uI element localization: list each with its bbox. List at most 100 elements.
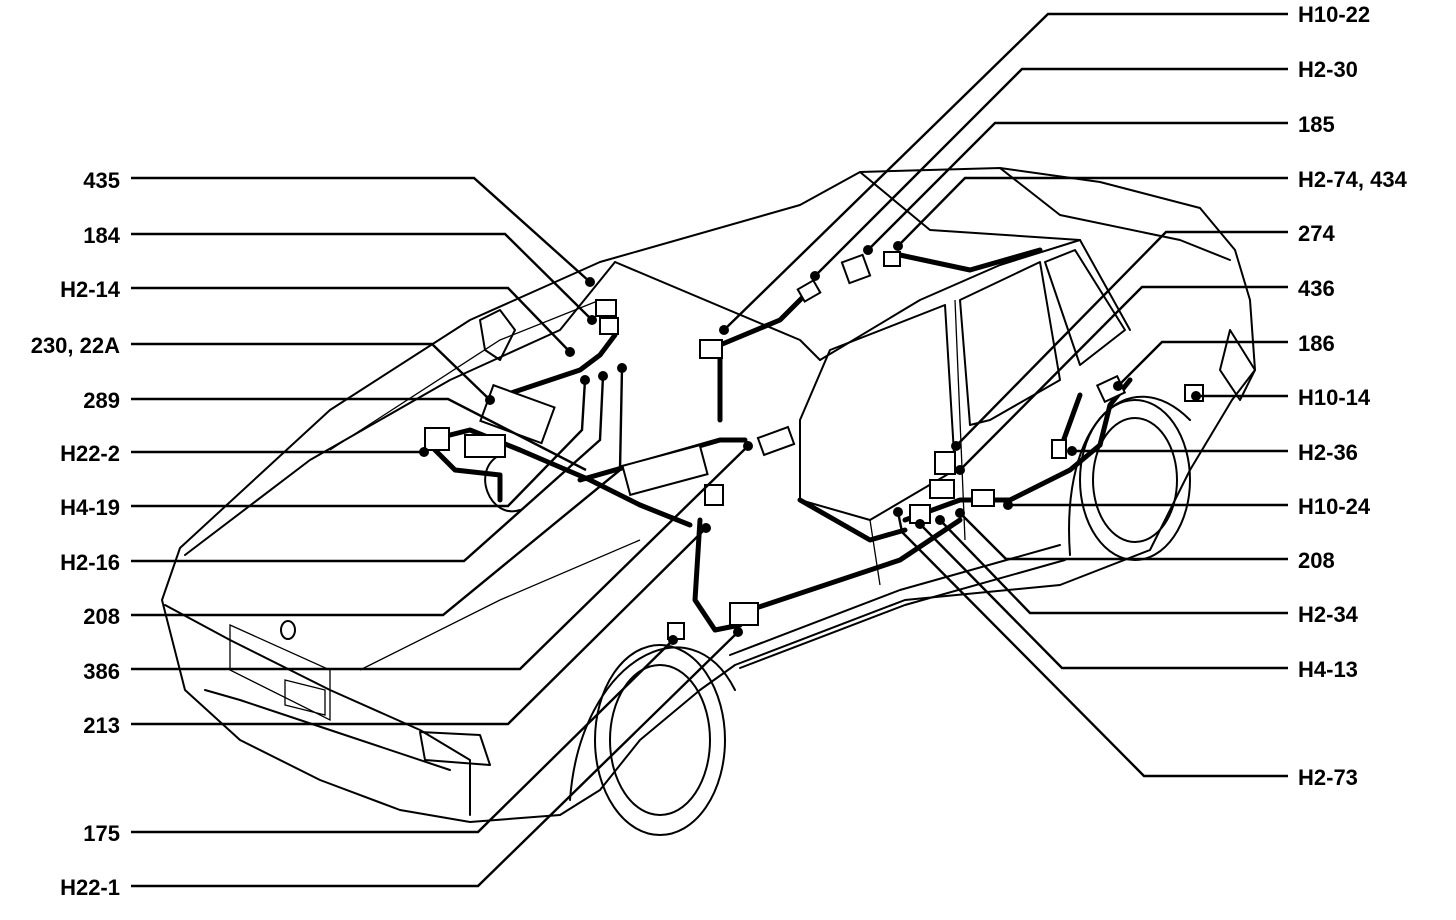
connector-dot	[810, 271, 820, 281]
connector-dot	[863, 245, 873, 255]
leader-line	[897, 176, 1288, 247]
callout-label-h22-2: H22-2	[60, 441, 120, 466]
callout-h4-13: H4-13	[915, 519, 1358, 682]
leader-line	[939, 519, 1288, 615]
right-callouts: H10-22 H2-30 185 H2-74, 434 274 436	[719, 2, 1408, 790]
callout-h10-14: H10-14	[1191, 385, 1371, 410]
callout-213: 213	[83, 523, 711, 738]
connector-dot	[565, 347, 575, 357]
callout-h10-22: H10-22	[719, 2, 1370, 335]
leader-line	[131, 342, 491, 401]
car-illustration	[161, 167, 1256, 836]
connector-dot	[580, 375, 590, 385]
leader-line	[131, 527, 707, 726]
leader-line	[1117, 340, 1288, 387]
connector-dot	[719, 325, 729, 335]
callout-208-right: 208	[955, 508, 1335, 573]
connector-dot	[617, 363, 627, 373]
connector-dot	[893, 507, 903, 517]
callout-label-h2-73: H2-73	[1298, 765, 1358, 790]
callout-label-386: 386	[83, 659, 120, 684]
leader-line	[131, 397, 587, 472]
callout-label-184: 184	[83, 223, 120, 248]
callout-label-208-right: 208	[1298, 548, 1335, 573]
callout-208-left: 208	[83, 363, 627, 629]
callout-h4-19: H4-19	[60, 375, 590, 520]
connector-dot	[1067, 446, 1077, 456]
connector-dot	[955, 508, 965, 518]
callout-label-h10-14: H10-14	[1298, 385, 1371, 410]
callout-label-h2-30: H2-30	[1298, 57, 1358, 82]
leader-line	[131, 232, 593, 321]
callout-230-22a: 230, 22A	[31, 333, 495, 405]
callout-label-h4-19: H4-19	[60, 495, 120, 520]
leader-line	[131, 379, 587, 508]
callout-label-230-22a: 230, 22A	[31, 333, 120, 358]
callout-label-h2-74-434: H2-74, 434	[1298, 167, 1408, 192]
leader-line	[131, 631, 739, 888]
callout-h10-24: H10-24	[1003, 494, 1371, 519]
callout-label-h2-34: H2-34	[1298, 602, 1359, 627]
callout-175: 175	[83, 635, 678, 846]
connector-dot	[1113, 381, 1123, 391]
callout-186: 186	[1113, 331, 1335, 391]
callout-label-h4-13: H4-13	[1298, 657, 1358, 682]
callout-label-289: 289	[83, 388, 120, 413]
callout-label-274: 274	[1298, 221, 1335, 246]
callout-label-435: 435	[83, 168, 120, 193]
callout-label-208-left: 208	[83, 604, 120, 629]
leader-line	[814, 67, 1288, 277]
callout-274: 274	[951, 221, 1335, 451]
callout-label-h10-22: H10-22	[1298, 2, 1370, 27]
leader-line	[131, 375, 605, 563]
callout-label-h2-36: H2-36	[1298, 440, 1358, 465]
left-callouts: 435 184 H2-14 230, 22A 289 H22-2	[31, 168, 753, 900]
leader-line	[131, 286, 571, 353]
leader-line	[723, 12, 1288, 331]
leader-line	[919, 523, 1288, 670]
connector-dot	[598, 371, 608, 381]
callout-label-185: 185	[1298, 112, 1335, 137]
callout-435: 435	[83, 168, 595, 287]
connector-dot	[915, 519, 925, 529]
connector-dot	[1003, 500, 1013, 510]
callout-label-h10-24: H10-24	[1298, 494, 1371, 519]
connector-dot	[585, 277, 595, 287]
leader-line	[131, 367, 624, 617]
callout-386: 386	[83, 441, 753, 684]
leader-line	[867, 121, 1288, 251]
callout-h2-36: H2-36	[1067, 440, 1358, 465]
leader-line	[131, 639, 674, 834]
leader-line	[896, 511, 1288, 778]
connector-dot	[701, 523, 711, 533]
callout-436: 436	[955, 276, 1335, 475]
connector-dot	[419, 447, 429, 457]
callout-label-h2-14: H2-14	[60, 277, 121, 302]
connector-dot	[893, 241, 903, 251]
callout-label-186: 186	[1298, 331, 1335, 356]
callout-label-175: 175	[83, 821, 120, 846]
callout-label-h2-16: H2-16	[60, 550, 120, 575]
leader-line	[131, 445, 749, 671]
callout-h2-73: H2-73	[893, 507, 1358, 790]
connector-dot	[955, 465, 965, 475]
callout-184: 184	[83, 223, 597, 325]
callout-label-436: 436	[1298, 276, 1335, 301]
connector-dot	[951, 441, 961, 451]
callout-label-213: 213	[83, 713, 120, 738]
callout-label-h22-1: H22-1	[60, 875, 120, 900]
connector-dot	[733, 627, 743, 637]
callout-h22-1: H22-1	[60, 627, 743, 900]
callout-h2-30: H2-30	[810, 57, 1358, 281]
connector-dot	[743, 441, 753, 451]
leader-line	[959, 512, 1288, 561]
connector-dot	[485, 395, 495, 405]
callout-h22-2: H22-2	[60, 441, 429, 466]
connector-dot	[1191, 391, 1201, 401]
callout-289: 289	[83, 388, 587, 472]
leader-line	[131, 176, 591, 283]
connector-dot	[668, 635, 678, 645]
leader-line	[959, 285, 1288, 471]
connector-dot	[935, 515, 945, 525]
